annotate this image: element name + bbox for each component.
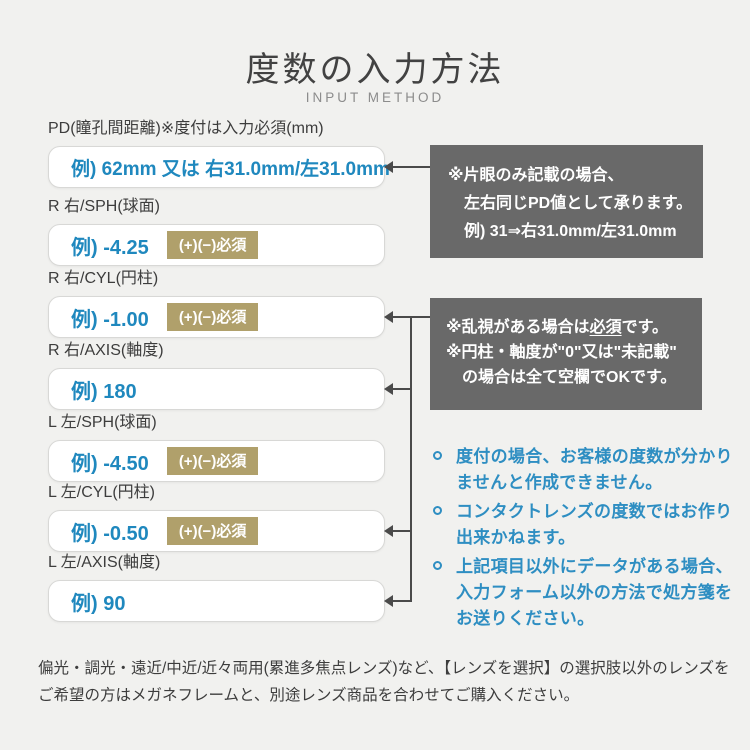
field-r-axis-example: 例) 180 [71, 380, 137, 403]
arrow-line [392, 530, 412, 532]
arrow-line [392, 166, 430, 168]
pd-note-line3: 例) 31⇒右31.0mm/左31.0mm [464, 223, 677, 240]
field-r-axis-label: R 右/AXIS(軸度) [48, 342, 164, 359]
cyl-note-line1-post: です。 [621, 319, 668, 336]
list-item: コンタクトレンズの度数ではお作り出来かねます。 [432, 499, 736, 551]
arrow-line [392, 316, 430, 318]
field-l-axis-example: 例) 90 [71, 592, 126, 615]
field-l-sph-label: L 左/SPH(球面) [48, 414, 157, 431]
field-r-sph-example: 例) -4.25 [71, 236, 149, 259]
arrow-left-icon [384, 595, 393, 607]
field-r-axis: R 右/AXIS(軸度) 例) 180 [48, 340, 385, 410]
required-sign-badge: (+)(−)必須 [166, 303, 259, 331]
field-l-axis-input[interactable]: 例) 90 [48, 580, 385, 622]
circle-bullet-icon [433, 561, 442, 570]
arrow-line [392, 388, 412, 390]
circle-bullet-icon [433, 506, 442, 515]
field-l-cyl-input[interactable]: 例) -0.50 (+)(−)必須 [48, 510, 385, 552]
field-l-axis: L 左/AXIS(軸度) 例) 90 [48, 552, 385, 622]
page-subtitle: INPUT METHOD [305, 90, 445, 105]
field-pd-input[interactable]: 例) 62mm 又は 右31.0mm/左31.0mm [48, 146, 390, 188]
circle-bullet-icon [433, 451, 442, 460]
cyl-axis-note-box: ※乱視がある場合は必須です。 ※円柱・軸度が"0"又は"未記載" の場合は全て空… [430, 298, 702, 410]
field-r-cyl-label: R 右/CYL(円柱) [48, 270, 159, 287]
field-r-sph: R 右/SPH(球面) 例) -4.25 (+)(−)必須 [48, 196, 385, 266]
field-r-sph-label: R 右/SPH(球面) [48, 198, 161, 215]
field-l-cyl: L 左/CYL(円柱) 例) -0.50 (+)(−)必須 [48, 482, 385, 552]
page-title: 度数の入力方法 [245, 51, 505, 89]
cyl-note-line1: ※乱視がある場合は必須です。 [446, 315, 702, 340]
cyl-note-line1-required: 必須 [589, 319, 622, 336]
cyl-note-line3: の場合は全て空欄でOKです。 [462, 369, 677, 386]
arrow-left-icon [384, 311, 393, 323]
footer-note: 偏光・調光・遠近/中近/近々両用(累進多焦点レンズ)など、【レンズを選択】の選択… [38, 660, 730, 704]
field-l-sph: L 左/SPH(球面) 例) -4.50 (+)(−)必須 [48, 412, 385, 482]
field-l-cyl-example: 例) -0.50 [71, 522, 149, 545]
arrow-left-icon [384, 161, 393, 173]
pd-note-box: ※片眼のみ記載の場合、 左右同じPD値として承ります。 例) 31⇒右31.0m… [430, 145, 703, 258]
required-sign-badge: (+)(−)必須 [166, 231, 259, 259]
field-pd-label: PD(瞳孔間距離)※度付は入力必須(mm) [48, 120, 324, 137]
field-l-sph-example: 例) -4.50 [71, 452, 149, 475]
field-r-axis-input[interactable]: 例) 180 [48, 368, 385, 410]
field-r-cyl: R 右/CYL(円柱) 例) -1.00 (+)(−)必須 [48, 268, 385, 338]
field-l-axis-label: L 左/AXIS(軸度) [48, 554, 161, 571]
note-item-text: 上記項目以外にデータがある場合、入力フォーム以外の方法で処方箋をお送りください。 [456, 557, 733, 628]
field-r-sph-input[interactable]: 例) -4.25 (+)(−)必須 [48, 224, 385, 266]
notes-list: 度付の場合、お客様の度数が分かりませんと作成できません。 コンタクトレンズの度数… [432, 444, 736, 635]
required-sign-badge: (+)(−)必須 [166, 517, 259, 545]
field-pd-example: 例) 62mm 又は 右31.0mm/左31.0mm [71, 158, 390, 180]
note-item-text: 度付の場合、お客様の度数が分かりませんと作成できません。 [456, 447, 733, 492]
pd-note-line1: ※片眼のみ記載の場合、 [448, 167, 624, 184]
connector-vertical-line [410, 316, 412, 602]
pd-note-line2: 左右同じPD値として承ります。 [464, 195, 693, 212]
note-item-text: コンタクトレンズの度数ではお作り出来かねます。 [456, 502, 733, 547]
list-item: 上記項目以外にデータがある場合、入力フォーム以外の方法で処方箋をお送りください。 [432, 554, 736, 632]
field-r-cyl-input[interactable]: 例) -1.00 (+)(−)必須 [48, 296, 385, 338]
list-item: 度付の場合、お客様の度数が分かりませんと作成できません。 [432, 444, 736, 496]
field-l-cyl-label: L 左/CYL(円柱) [48, 484, 155, 501]
field-l-sph-input[interactable]: 例) -4.50 (+)(−)必須 [48, 440, 385, 482]
arrow-left-icon [384, 525, 393, 537]
cyl-note-line1-pre: ※乱視がある場合は [446, 319, 590, 336]
required-sign-badge: (+)(−)必須 [166, 447, 259, 475]
arrow-line [392, 600, 412, 602]
field-r-cyl-example: 例) -1.00 [71, 308, 149, 331]
arrow-left-icon [384, 383, 393, 395]
field-pd: PD(瞳孔間距離)※度付は入力必須(mm) 例) 62mm 又は 右31.0mm… [48, 118, 390, 188]
cyl-note-line2: ※円柱・軸度が"0"又は"未記載" [446, 344, 677, 361]
